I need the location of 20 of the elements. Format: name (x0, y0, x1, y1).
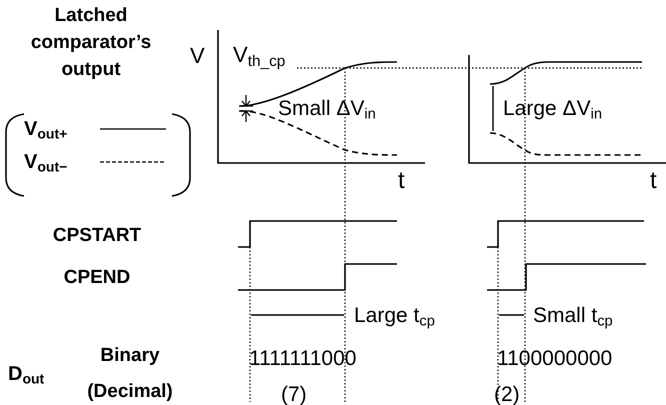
row-label: Binary (100, 346, 160, 367)
axis-label: t (650, 168, 657, 194)
threshold-label: V$_{th_cp}$ (233, 43, 286, 71)
binary-code: 1100000000 (497, 347, 612, 370)
decimal-value: (2) (494, 383, 520, 405)
annotation: Large ΔV$_{in}$ (503, 97, 602, 123)
row-label: (Decimal) (87, 382, 173, 403)
binary-code: 1111111000 (249, 347, 356, 370)
annotation: Small t$_{cp}$ (533, 304, 613, 330)
decimal-value: (7) (281, 383, 307, 405)
output-label: D$_{out}$ (8, 363, 44, 387)
annotation: Large t$_{cp}$ (354, 304, 435, 330)
annotation: Small ΔV$_{in}$ (278, 97, 376, 123)
axis-label: t (398, 168, 405, 194)
legend-label: V$_{out−}$ (24, 151, 68, 175)
signal-name: CPSTART (52, 226, 142, 247)
axis-label: V (190, 44, 205, 68)
heading: Latched comparator’s output (30, 4, 152, 82)
legend-label: V$_{out+}$ (24, 118, 68, 142)
signal-name: CPEND (64, 268, 130, 289)
